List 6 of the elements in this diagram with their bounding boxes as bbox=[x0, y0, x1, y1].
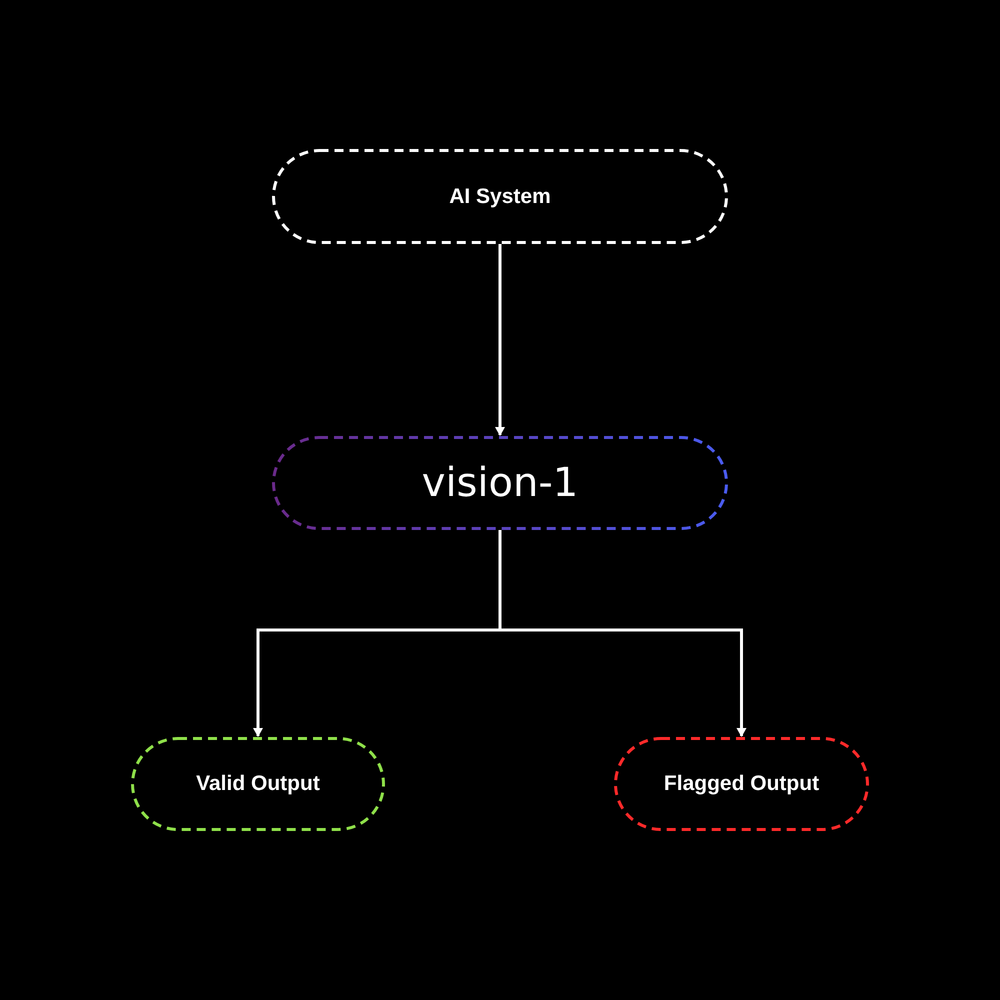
node-label: Flagged Output bbox=[664, 771, 820, 798]
node-label: AI System bbox=[449, 184, 551, 210]
arrow bbox=[498, 530, 746, 737]
node-label: Valid Output bbox=[196, 771, 320, 798]
arrow bbox=[495, 244, 505, 436]
node-label: vision-1 bbox=[422, 459, 578, 508]
